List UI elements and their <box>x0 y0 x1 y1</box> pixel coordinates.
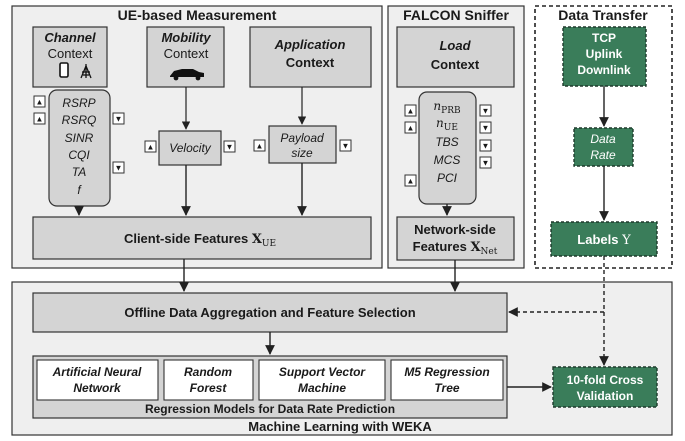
model-m5-line2: Tree <box>434 381 459 395</box>
up-arrow-icon: ▲ <box>404 121 417 134</box>
antenna-icon <box>80 64 92 79</box>
down-arrow-icon: ▼ <box>479 121 492 134</box>
svg-text:▲: ▲ <box>407 124 415 133</box>
model-m5-line1: M5 Regression <box>404 365 489 379</box>
application-context-title: Application <box>274 37 346 52</box>
load-context-box <box>396 26 515 88</box>
metric-rsrp: RSRP <box>62 96 95 110</box>
metric-rsrq: RSRQ <box>62 113 97 127</box>
svg-text:▼: ▼ <box>226 143 234 152</box>
velocity-label: Velocity <box>169 141 212 155</box>
labels-label: Labels Y <box>577 232 631 248</box>
network-features-line1: Network-side <box>414 222 496 237</box>
group-title-machine-learning: Machine Learning with WEKA <box>248 419 432 434</box>
metric-f: f <box>77 183 82 197</box>
metric-cqi: CQI <box>68 148 90 162</box>
phone-icon <box>59 62 69 78</box>
model-ann-box <box>36 359 159 401</box>
aggregation-label: Offline Data Aggregation and Feature Sel… <box>124 305 415 320</box>
down-arrow-icon: ▼ <box>112 112 125 125</box>
down-arrow-icon: ▼ <box>223 140 236 153</box>
svg-text:▲: ▲ <box>407 107 415 116</box>
load-context-title: Load <box>439 38 471 53</box>
metric-pci: PCI <box>437 171 458 185</box>
tcp-box <box>562 26 647 87</box>
svg-text:▼: ▼ <box>115 115 123 124</box>
payload-box <box>268 125 337 164</box>
model-svm-line1: Support Vector <box>279 365 367 379</box>
application-context-subtitle: Context <box>286 55 335 70</box>
up-arrow-icon: ▲ <box>33 112 46 125</box>
group-title-falcon-sniffer: FALCON Sniffer <box>403 7 509 23</box>
client-features-label: Client-side Features XUE <box>124 231 276 249</box>
channel-context-title: Channel <box>44 30 96 45</box>
model-ann-line2: Network <box>73 381 122 395</box>
network-features-box <box>396 216 515 261</box>
car-icon <box>170 69 204 81</box>
svg-text:▲: ▲ <box>147 143 155 152</box>
down-arrow-icon: ▼ <box>339 139 352 152</box>
svg-text:▲: ▲ <box>36 115 44 124</box>
mobility-context-subtitle: Context <box>164 46 209 61</box>
models-caption: Regression Models for Data Rate Predicti… <box>145 402 395 416</box>
metric-tbs: TBS <box>435 135 458 149</box>
model-rf-line1: Random <box>184 365 232 379</box>
svg-text:▼: ▼ <box>482 107 490 116</box>
labels-box <box>550 221 658 257</box>
down-arrow-icon: ▼ <box>479 156 492 169</box>
svg-text:▼: ▼ <box>482 159 490 168</box>
down-arrow-icon: ▼ <box>479 139 492 152</box>
validation-line1: 10-fold Cross <box>567 373 644 387</box>
uplink-label: Uplink <box>586 47 623 61</box>
up-arrow-icon: ▲ <box>404 104 417 117</box>
up-arrow-icon: ▲ <box>404 174 417 187</box>
connectors <box>74 86 609 392</box>
data-rate-box <box>573 127 634 167</box>
model-rf-line2: Forest <box>190 381 228 395</box>
svg-text:▼: ▼ <box>115 164 123 173</box>
model-ann-line1: Artificial Neural <box>52 365 142 379</box>
svg-text:▲: ▲ <box>407 177 415 186</box>
payload-label-line1: Payload <box>280 131 324 145</box>
tcp-label: TCP <box>592 31 616 45</box>
channel-context-subtitle: Context <box>48 46 93 61</box>
svg-text:▼: ▼ <box>482 142 490 151</box>
metric-ta: TA <box>72 165 86 179</box>
data-rate-line2: Rate <box>590 148 616 162</box>
group-title-ue-measurement: UE-based Measurement <box>118 7 277 23</box>
metric-n-prb: nPRB <box>433 99 461 116</box>
model-svm-box <box>258 359 386 401</box>
model-m5-box <box>390 359 504 401</box>
svg-text:▼: ▼ <box>482 124 490 133</box>
svg-text:▲: ▲ <box>36 98 44 107</box>
up-arrow-icon: ▲ <box>144 140 157 153</box>
data-rate-line1: Data <box>590 132 616 146</box>
validation-line2: Validation <box>577 389 634 403</box>
up-arrow-icon: ▲ <box>253 139 266 152</box>
velocity-box <box>158 130 222 166</box>
mobility-context-title: Mobility <box>161 30 211 45</box>
application-context-box <box>249 26 372 88</box>
model-svm-line2: Machine <box>298 381 346 395</box>
metric-sinr: SINR <box>65 131 94 145</box>
client-features-box <box>32 216 372 260</box>
channel-context-box <box>32 26 108 88</box>
svg-text:▲: ▲ <box>256 142 264 151</box>
trend-indicators: ▲ ▲ ▼ ▼ ▲ ▼ ▲ ▼ ▲ ▲ ▲ ▼ ▼ ▼ ▼ <box>33 95 492 187</box>
metric-mcs: MCS <box>434 153 461 167</box>
metric-n-ue: nUE <box>436 116 458 133</box>
load-context-subtitle: Context <box>431 57 480 72</box>
payload-label-line2: size <box>291 146 313 160</box>
down-arrow-icon: ▼ <box>112 161 125 174</box>
up-arrow-icon: ▲ <box>33 95 46 108</box>
svg-text:▼: ▼ <box>342 142 350 151</box>
aggregation-box <box>32 292 508 333</box>
model-rf-box <box>163 359 254 401</box>
network-features-line2: Features XNet <box>413 239 498 257</box>
group-title-data-transfer: Data Transfer <box>558 7 648 23</box>
downlink-label: Downlink <box>577 63 631 77</box>
down-arrow-icon: ▼ <box>479 104 492 117</box>
validation-box <box>552 366 658 408</box>
